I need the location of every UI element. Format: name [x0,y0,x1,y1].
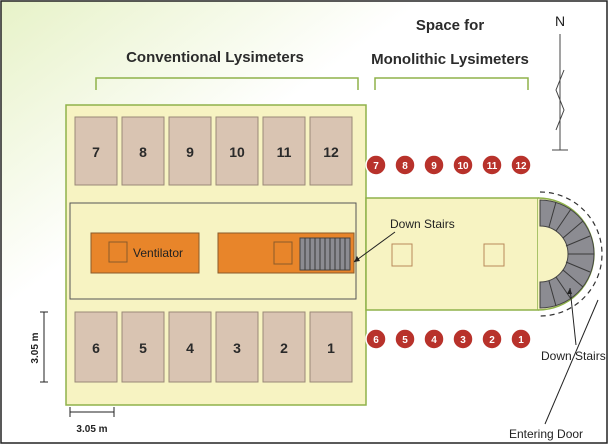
dimension-vertical-label: 3.05 m [30,332,41,363]
corridor [365,197,539,311]
entering-door-label: Entering Door [509,427,583,441]
conventional-heading: Conventional Lysimeters [126,49,304,66]
ventilator-square [108,241,128,263]
monolithic-circle [510,154,532,176]
dimension-horizontal-label: 3.05 m [76,424,107,435]
cell-10 [215,116,259,186]
cell-label: 4 [186,340,194,356]
monolithic-circle [365,154,387,176]
down-stairs-pointer-bottom [569,287,577,346]
cell-label: 5 [139,340,147,356]
corridor-square-1 [391,243,413,267]
dimension-vertical-line [40,311,48,383]
monolithic-bracket [374,77,529,90]
monolithic-circle [394,328,416,350]
monolithic-circle [510,328,532,350]
down-stairs-label-bottom: Down Stairs [541,349,606,363]
dimension-horizontal-line [69,407,115,417]
cell-5 [121,311,165,383]
monolithic-label: 9 [431,161,437,172]
conventional-top-row: 7 8 9 10 11 12 [74,116,353,186]
cell-label: 11 [277,144,292,160]
down-stairs-pointer-top [353,231,396,263]
entering-door-pointer [544,299,599,425]
monolithic-circle [481,154,503,176]
down-stairs-arrowhead-top [354,256,360,262]
monolithic-circle [423,328,445,350]
monolithic-label: 3 [460,335,466,346]
cell-7 [74,116,118,186]
monolithic-label: 2 [489,335,495,346]
monolithic-label: 12 [515,161,527,172]
cell-label: 7 [92,144,100,160]
monolithic-circle [394,154,416,176]
cell-label: 10 [229,144,245,160]
ventilator-label: Ventilator [133,246,183,260]
spiral-stairs-icon [539,199,595,309]
monolithic-circle [452,328,474,350]
down-stairs-label-top: Down Stairs [390,217,455,231]
monolithic-top-row: 7 8 9 10 11 12 [365,154,532,176]
monolithic-circle [365,328,387,350]
monolithic-heading-line1: Space for [416,17,485,34]
monolithic-label: 5 [402,335,408,346]
cell-label: 9 [186,144,194,160]
monolithic-circle [452,154,474,176]
cell-11 [262,116,306,186]
cell-6 [74,311,118,383]
cell-4 [168,311,212,383]
cell-2 [262,311,306,383]
cell-12 [309,116,353,186]
cell-3 [215,311,259,383]
entry-arc-dashed [539,191,603,317]
conventional-bottom-row: 6 5 4 3 2 1 [74,311,353,383]
monolithic-label: 4 [431,335,437,346]
monolithic-circle [481,328,503,350]
monolithic-label: 6 [373,335,379,346]
cell-label: 12 [323,144,339,160]
north-arrow-icon [555,34,565,150]
monolithic-circle [423,154,445,176]
cell-1 [309,311,353,383]
monolithic-heading-line2: Monolithic Lysimeters [371,51,529,68]
conventional-bracket [95,77,359,90]
down-stairs-arrowhead-bottom [567,288,572,294]
monolithic-label: 1 [518,335,524,346]
cell-label: 1 [327,340,335,356]
cell-label: 3 [233,340,241,356]
cell-8 [121,116,165,186]
cell-label: 6 [92,340,100,356]
cell-label: 8 [139,144,147,160]
stair-box-square [273,241,293,265]
north-label: N [555,13,565,29]
monolithic-label: 10 [457,161,469,172]
down-stairs-icon [299,237,351,271]
monolithic-label: 11 [487,161,498,172]
cell-9 [168,116,212,186]
monolithic-bottom-row: 6 5 4 3 2 1 [365,328,532,350]
monolithic-label: 8 [402,161,408,172]
monolithic-label: 7 [373,161,379,172]
cell-label: 2 [280,340,288,356]
corridor-square-2 [483,243,505,267]
